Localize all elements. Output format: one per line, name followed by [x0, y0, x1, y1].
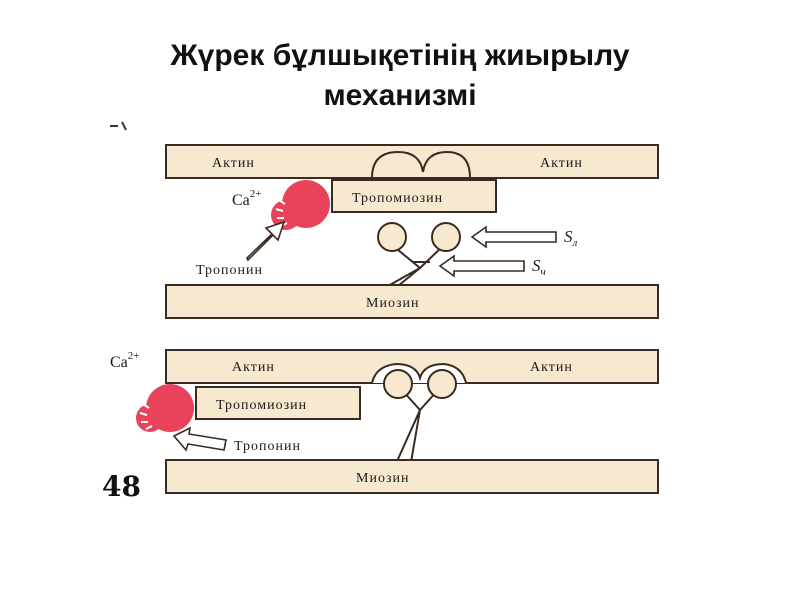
- troponin-label: Тропонин: [234, 439, 301, 454]
- myosin-label: Миозин: [356, 471, 409, 486]
- troponin-blob-icon: [136, 384, 194, 432]
- figure-number: 48: [102, 470, 141, 503]
- title-line-1: Жүрек бұлшықетінің жиырылу: [170, 39, 630, 72]
- myosin-filament: [165, 459, 659, 494]
- tropomyosin-bar: [195, 386, 361, 420]
- arrow-outline-icon: [172, 426, 227, 452]
- bottom-panel: Ca2+ Актин Актин Тропомиозин Тропонин Ми: [110, 349, 659, 494]
- tropomyosin-bar: [331, 179, 497, 213]
- actin-label-left: Актин: [212, 156, 255, 171]
- ca-label: Ca2+: [232, 188, 262, 209]
- title-line-2: механизмі: [323, 79, 477, 112]
- arrow-outline-icon: [470, 225, 557, 249]
- tropomyosin-label: Тропомиозин: [352, 191, 443, 206]
- scan-mark: [110, 121, 127, 131]
- arrow-outline-icon: [438, 254, 525, 278]
- myosin-head-icon: [383, 369, 457, 469]
- troponin-blob-icon: [271, 180, 330, 230]
- actin-label-right: Актин: [530, 360, 573, 375]
- page-title: Жүрек бұлшықетінің жиырылу механизмі: [0, 36, 800, 116]
- myosin-filament: [165, 284, 659, 319]
- myosin-head-icon: [377, 222, 461, 287]
- actin-label-right: Актин: [540, 156, 583, 171]
- s-ch-label: Sч: [532, 256, 546, 278]
- arrow-outline-icon: [246, 220, 286, 262]
- top-panel: Актин Актин Тропомиозин Ca2+ Тропонин Sл: [165, 144, 659, 319]
- s-l-label: Sл: [564, 227, 578, 249]
- myosin-label: Миозин: [366, 296, 419, 311]
- actin-binding-site: [370, 150, 472, 179]
- ca-label: Ca2+: [110, 350, 140, 371]
- actin-label-left: Актин: [232, 360, 275, 375]
- tropomyosin-label: Тропомиозин: [216, 398, 307, 413]
- troponin-label: Тропонин: [196, 263, 263, 278]
